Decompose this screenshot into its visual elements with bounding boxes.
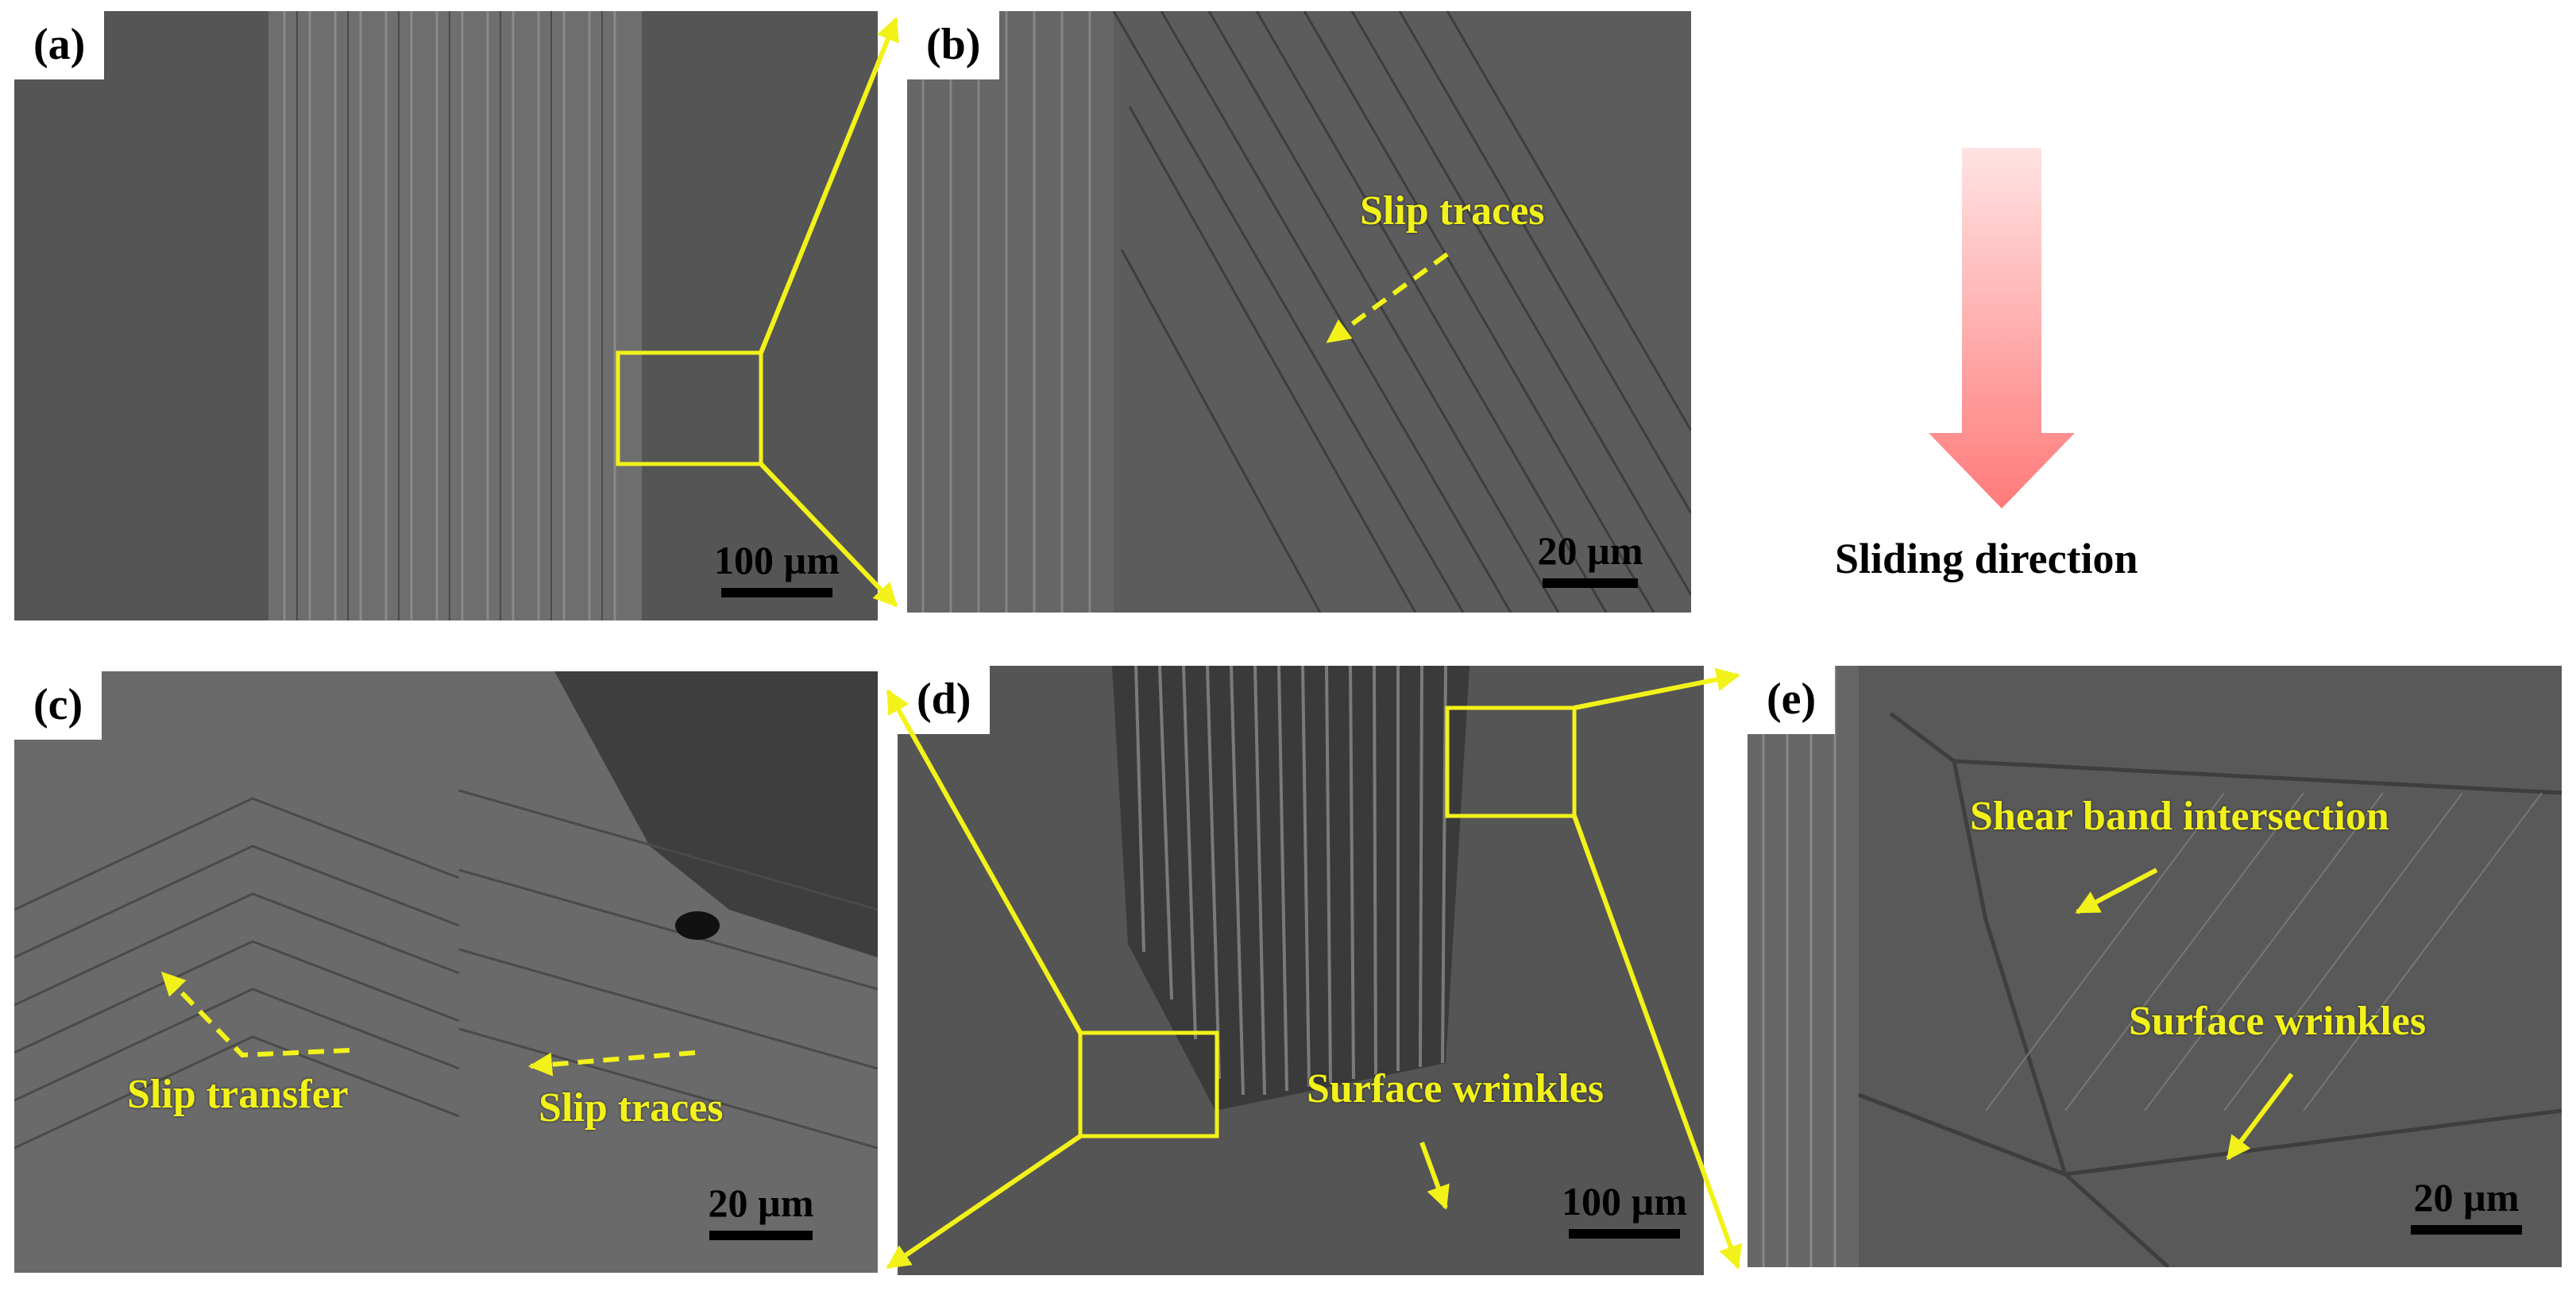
panel-e-scalebar: 20 µm <box>2391 1174 2542 1235</box>
sem-image-a <box>14 11 878 620</box>
panel-b-scalebar: 20 µm <box>1519 528 1662 588</box>
panel-d-annotation: Surface wrinkles <box>1307 1066 1605 1111</box>
panel-b: (b) Slip traces 20 µm <box>907 11 1691 613</box>
panel-b-annotation: Slip traces <box>1360 188 1545 234</box>
panel-d-scalebar: 100 µm <box>1545 1178 1704 1239</box>
panel-e-annotation-shear: Shear band intersection <box>1970 794 2389 839</box>
sem-image-b <box>907 11 1691 613</box>
panel-c-annotation-traces: Slip traces <box>539 1085 724 1131</box>
panel-c: (c) Slip transfer Slip traces 20 µm <box>14 671 878 1273</box>
panel-b-scale-text: 20 µm <box>1537 528 1643 573</box>
panel-d-label: (d) <box>898 666 991 734</box>
panel-d: (d) Surface wrinkles 100 µm <box>898 666 1704 1275</box>
panel-e-scale-text: 20 µm <box>2413 1175 2520 1220</box>
panel-b-label: (b) <box>907 11 1000 79</box>
sliding-direction-label: Sliding direction <box>1835 535 2138 582</box>
panel-a: (a) 100 µm <box>14 11 878 620</box>
panel-c-scalebar: 20 µm <box>686 1180 836 1240</box>
panel-e-annotation-wrinkles: Surface wrinkles <box>2129 999 2427 1044</box>
panel-a-label: (a) <box>14 11 105 79</box>
sem-image-c <box>14 671 878 1273</box>
sem-image-e <box>1748 666 2562 1267</box>
panel-c-scale-text: 20 µm <box>708 1181 814 1225</box>
panel-a-scale-text: 100 µm <box>714 538 840 582</box>
panel-e-label: (e) <box>1748 666 1836 734</box>
sliding-direction-arrow <box>1929 148 2075 508</box>
panel-d-scale-text: 100 µm <box>1562 1179 1687 1223</box>
panel-a-scalebar: 100 µm <box>697 537 856 597</box>
panel-c-label: (c) <box>14 671 102 740</box>
panel-c-annotation-transfer: Slip transfer <box>127 1072 349 1117</box>
panel-e: (e) Shear band intersection Surface wrin… <box>1748 666 2562 1267</box>
